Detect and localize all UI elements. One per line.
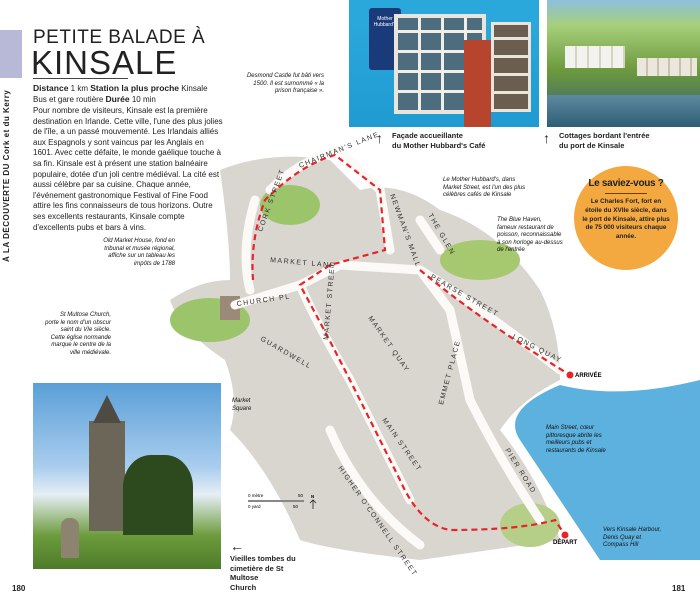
north-arrow-icon <box>309 499 317 509</box>
arrow-up-icon: ↑ <box>543 130 550 146</box>
arrow-left-icon: ← <box>230 538 244 554</box>
coast-caption: ↑ Cottages bordant l'entrée du port de K… <box>543 130 650 150</box>
fact-title: Le saviez-vous ? <box>588 178 664 189</box>
route-path <box>251 153 566 536</box>
end-label: ARRIVÉE <box>575 371 602 379</box>
note-old-market-house: Old Market House, fond en tribunal et mu… <box>103 238 175 267</box>
note-harbour: Vers Kinsale Harbour, Denis Quay et Comp… <box>603 527 662 549</box>
page-number-left: 180 <box>12 584 26 593</box>
note-st-multose: St Multose Church, porte le nom d'un obs… <box>45 312 111 356</box>
intro-text: Pour nombre de visiteurs, Kinsale est la… <box>33 106 223 232</box>
svg-text:50: 50 <box>298 493 304 498</box>
title-divider <box>33 78 128 79</box>
map-terrain <box>170 156 700 560</box>
route-path-long-quay <box>419 269 571 376</box>
svg-text:50: 50 <box>293 504 299 509</box>
end-marker <box>566 371 574 379</box>
photo-mother-hubbards-cafe: Mother Hubbard's <box>349 0 539 127</box>
hillside-trees <box>440 240 520 280</box>
note-main-street: Main Street, cœur pittoresque abrite les… <box>546 425 606 454</box>
page-title: KINSALE <box>31 44 178 81</box>
photo-st-multose-graves <box>33 383 221 569</box>
church-caption: ← Vieilles tombes du cimetière de St Mul… <box>230 538 300 592</box>
page-number-right: 181 <box>672 584 686 593</box>
street-label: CHAIRMAN'S LANE <box>298 131 380 170</box>
note-desmond-castle: Desmond Castle fut bâti vers 1500. Il es… <box>246 73 324 95</box>
fact-text: Le Charles Fort, fort en étoile du XVIIe… <box>582 198 670 241</box>
section-tab <box>0 30 22 78</box>
cafe-caption: ↑ Façade accueillante du Mother Hubbard'… <box>376 130 486 150</box>
svg-text:N: N <box>311 494 314 499</box>
start-marker <box>561 531 569 539</box>
did-you-know-box: Le saviez-vous ? Le Charles Fort, fort e… <box>574 166 678 270</box>
note-mother-hubbard: Le Mother Hubbard's, dans Market Street,… <box>443 177 526 199</box>
church-tower <box>89 421 125 531</box>
square-park <box>500 503 560 547</box>
walk-info: Distance 1 km Station la plus proche Kin… <box>33 83 208 104</box>
svg-text:0 yard: 0 yard <box>248 504 261 509</box>
note-market-square: Market Square <box>232 398 252 412</box>
note-blue-haven: The Blue Haven, fameux restaurant de poi… <box>497 217 563 254</box>
map-scale: 0 mètre 50 0 yard 50 N <box>248 493 317 509</box>
harbour-water <box>515 380 700 560</box>
garden <box>260 185 320 225</box>
page-kicker: PETITE BALADE À <box>33 27 206 48</box>
start-label: DÉPART <box>553 538 578 546</box>
photo-harbour-cottages <box>547 0 700 127</box>
arrow-up-icon: ↑ <box>376 130 383 146</box>
svg-text:0 mètre: 0 mètre <box>248 493 264 498</box>
